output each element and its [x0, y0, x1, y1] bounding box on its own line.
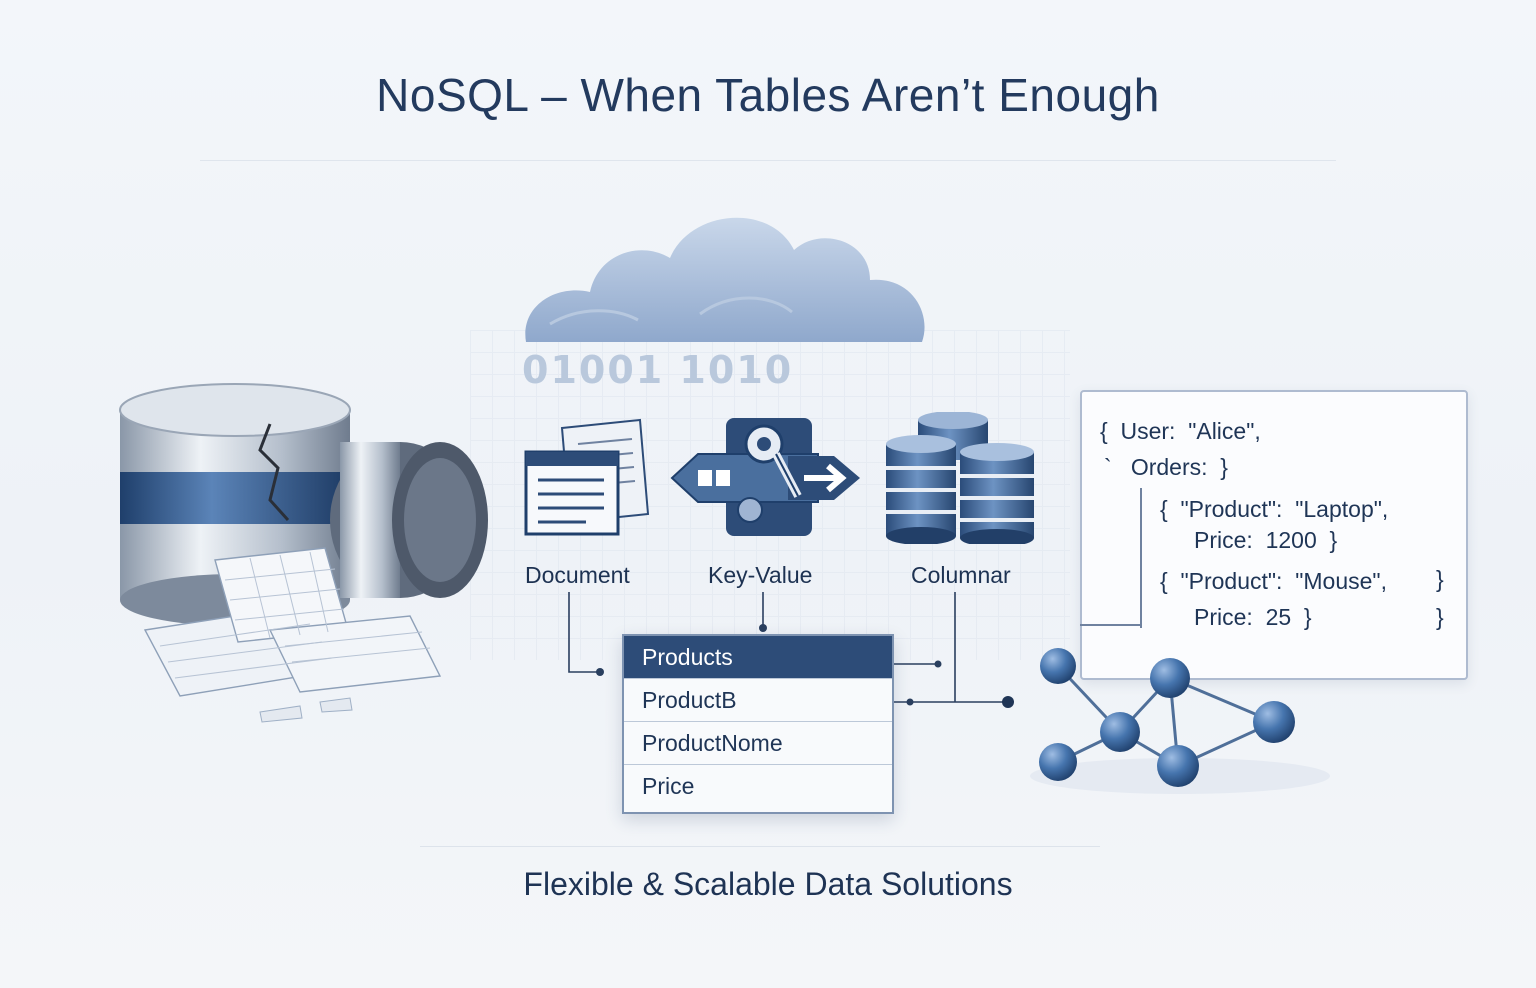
products-table-header: Products [624, 636, 892, 678]
footer-divider [420, 846, 1100, 847]
json-line: Price: 1200 } [1194, 527, 1338, 553]
page-title: NoSQL – When Tables Aren’t Enough [376, 69, 1160, 121]
graph-network-icon [1030, 648, 1330, 794]
json-brace: } [1436, 566, 1444, 592]
json-line: { User: "Alice", [1100, 418, 1261, 444]
json-line: ` Orders: } [1104, 454, 1228, 480]
products-table: Products ProductB ProductNome Price [622, 634, 894, 814]
json-brace: } [1436, 604, 1444, 630]
json-gutter-line [1140, 488, 1142, 628]
binary-text: 01001 1010 [522, 348, 794, 392]
title-divider [200, 160, 1336, 161]
table-row: ProductB [624, 678, 892, 721]
json-gutter-line [1080, 624, 1142, 626]
json-line: { "Product": "Mouse", [1160, 568, 1387, 594]
columnar-icon [886, 412, 1034, 544]
document-icon [524, 418, 650, 536]
label-document: Document [525, 562, 630, 588]
cloud-icon [525, 217, 925, 342]
cracked-database-icon [119, 383, 488, 723]
table-row: Price [624, 764, 892, 807]
page-subtitle: Flexible & Scalable Data Solutions [523, 866, 1013, 902]
table-row: ProductNome [624, 721, 892, 764]
label-columnar: Columnar [911, 562, 1011, 588]
json-line: Price: 25 } [1194, 604, 1312, 630]
json-document-panel [1080, 390, 1468, 680]
key-value-icon [670, 418, 860, 536]
label-key-value: Key-Value [708, 562, 813, 588]
json-line: { "Product": "Laptop", [1160, 496, 1389, 522]
